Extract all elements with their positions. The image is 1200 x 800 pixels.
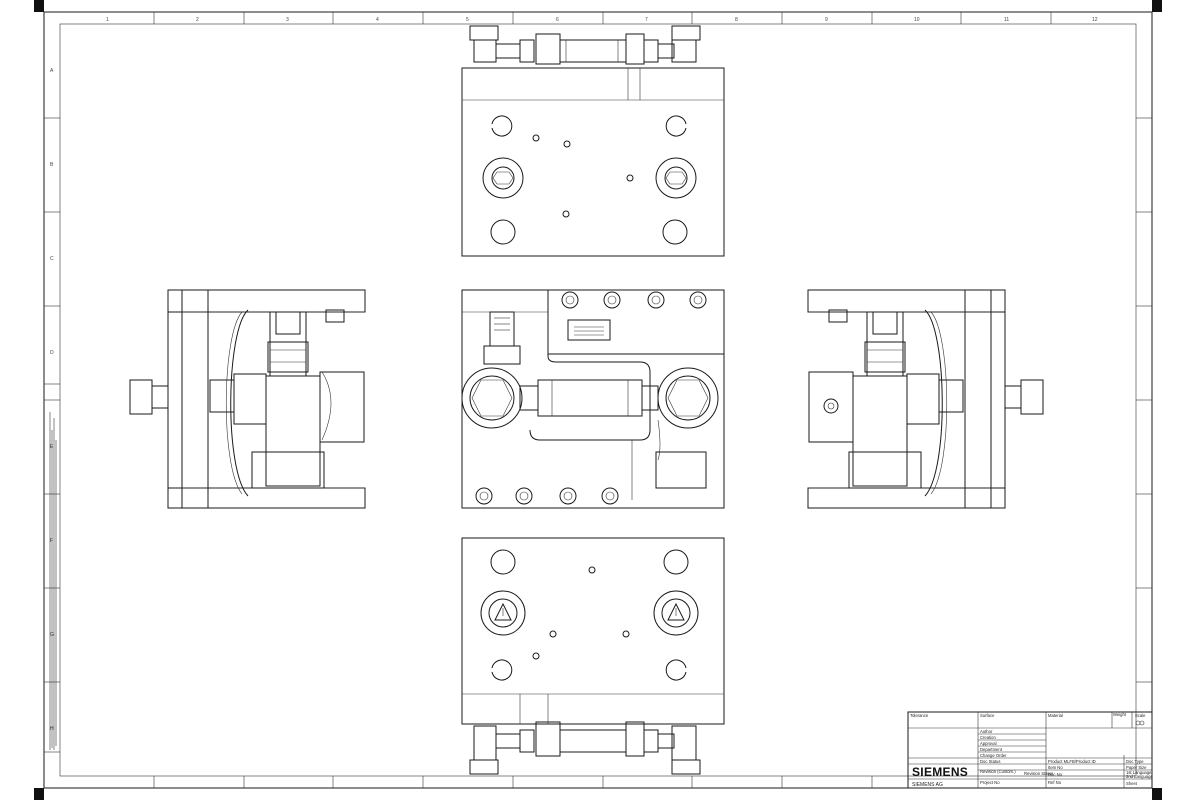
tb-surface: Surface [980, 713, 995, 718]
tb-scale: Scale [1135, 713, 1146, 718]
zone-col-8: 8 [735, 17, 738, 23]
zone-col-4: 4 [376, 17, 379, 23]
tb-doc-type: Doc Type [1126, 759, 1144, 764]
top-view [461, 25, 725, 257]
bottom-view [461, 537, 725, 775]
tb-tolerance: Tolerance [910, 713, 929, 718]
left-view [129, 289, 366, 509]
zone-row-d: D [50, 350, 54, 356]
inner-frame [59, 23, 1137, 777]
tb-weight: Weight [1113, 712, 1127, 717]
tb-project-no: Project No [980, 780, 1000, 785]
tb-revision-status: Revision Status [1024, 771, 1053, 776]
zone-row-a: A [50, 68, 54, 74]
corner-mark-tl [34, 0, 44, 12]
front-view [461, 289, 725, 509]
siemens-logo: SIEMENS [912, 765, 968, 779]
zone-col-9: 9 [825, 17, 828, 23]
tb-revision-customer: Revision (Custom.) [980, 769, 1016, 774]
zone-row-c: C [50, 256, 54, 262]
tb-second-language: 2nd Language [1126, 774, 1153, 779]
tb-department: Department [980, 747, 1003, 752]
zone-col-5: 5 [466, 17, 469, 23]
zone-col-1: 1 [106, 17, 109, 23]
tb-product: Product MLFB/Product ID [1048, 759, 1096, 764]
tb-sheet: Sheet [1126, 781, 1138, 786]
tb-paper-size: Paper Size [1126, 765, 1147, 770]
tb-first-language: 1st Language [1126, 770, 1152, 775]
tb-author: Author [980, 729, 993, 734]
corner-mark-tr [1152, 0, 1162, 12]
company-name: SIEMENS AG [912, 782, 943, 788]
tb-approval: Approval [980, 741, 997, 746]
zone-col-2: 2 [196, 17, 199, 23]
zone-col-10: 10 [914, 17, 920, 23]
zone-col-3: 3 [286, 17, 289, 23]
title-block: Tolerance Surface Material Weight Scale … [907, 711, 1153, 789]
tb-ref-no: Ref No [1048, 780, 1062, 785]
tb-material: Material [1048, 713, 1063, 718]
zone-col-6: 6 [556, 17, 559, 23]
zone-col-12: 12 [1092, 17, 1098, 23]
zone-row-b: B [50, 162, 54, 168]
tb-doc-status: Doc Status [980, 759, 1000, 764]
tb-creation: Creation [980, 735, 996, 740]
zone-col-11: 11 [1004, 17, 1009, 23]
zone-row-f: F [50, 538, 53, 544]
tb-doc-no: Doc No [1048, 772, 1063, 777]
tb-change-order: Change Order [980, 753, 1007, 758]
zone-col-7: 7 [645, 17, 648, 23]
corner-mark-bl [34, 788, 44, 800]
corner-mark-br [1152, 788, 1162, 800]
legal-note-block [44, 383, 60, 753]
right-view [807, 289, 1044, 509]
tb-item-no: Item No [1048, 765, 1063, 770]
